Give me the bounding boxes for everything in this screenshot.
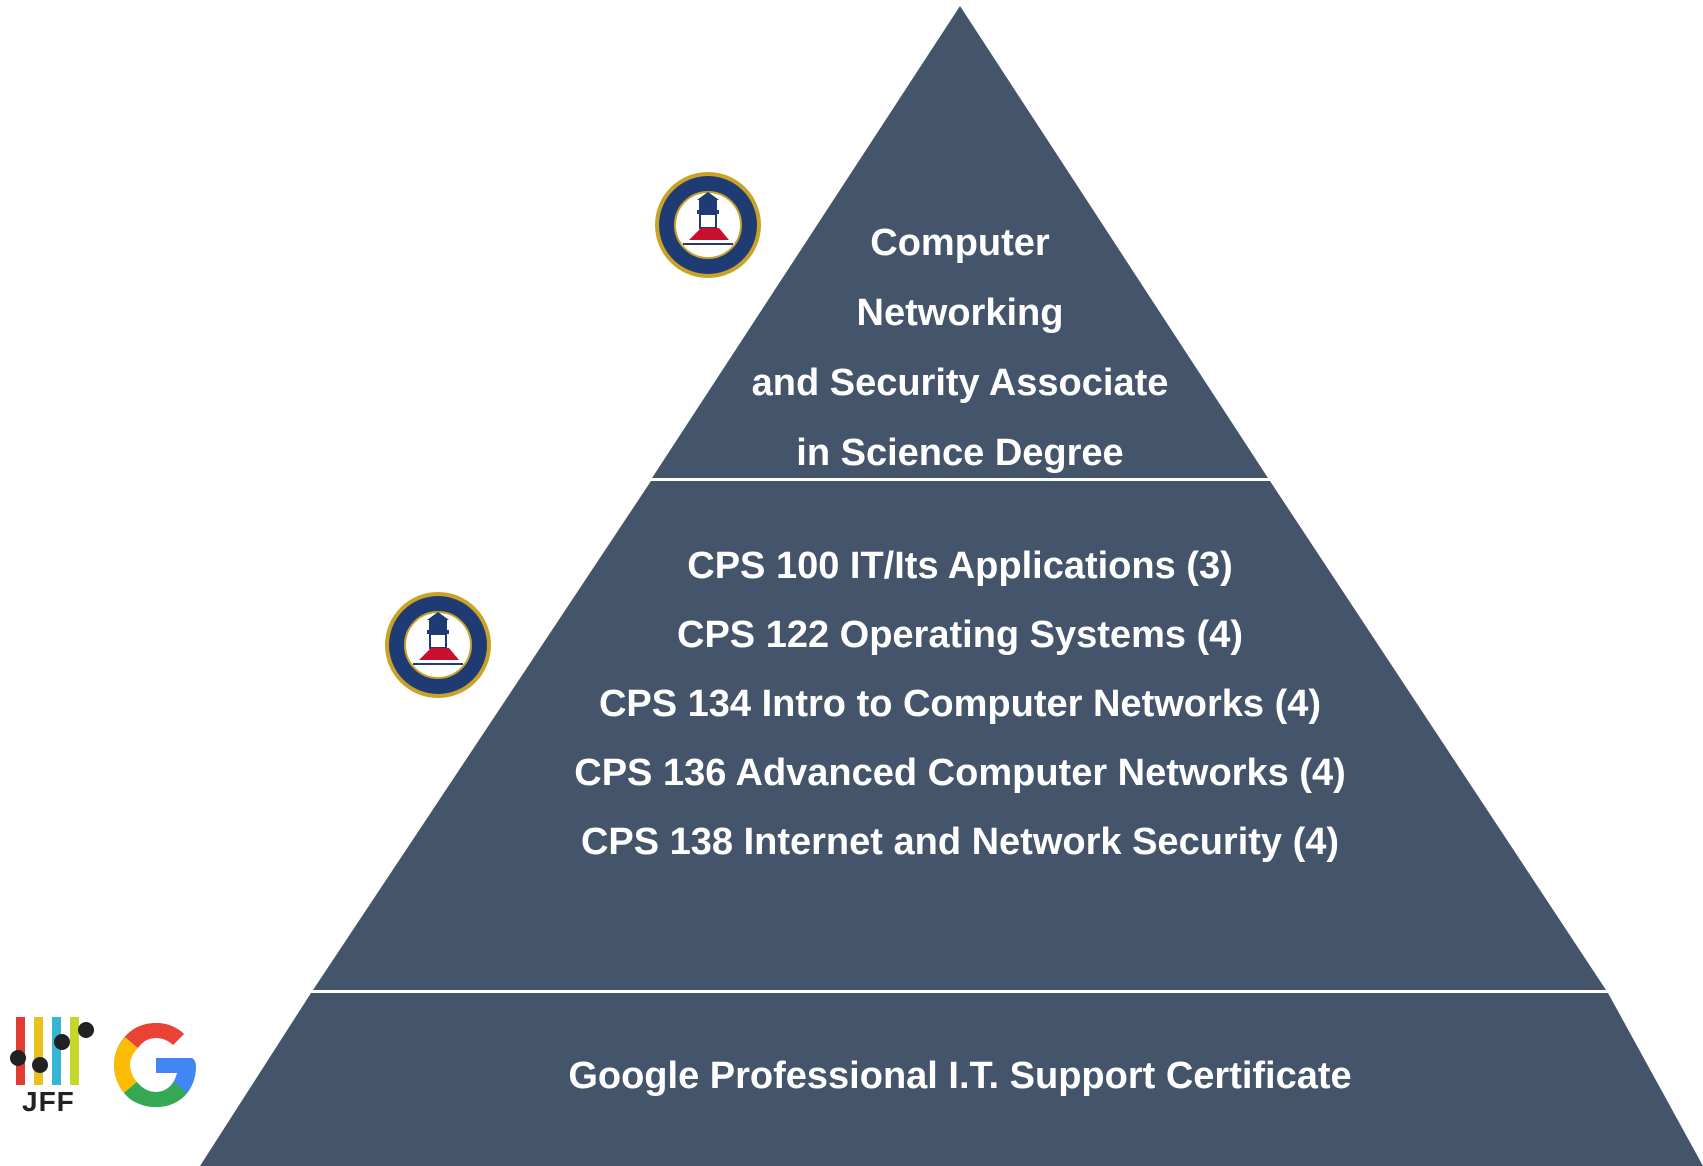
google-logo-icon [114, 1023, 196, 1107]
course-item-cps100: CPS 100 IT/Its Applications (3) [687, 545, 1233, 587]
course-item-cps138: CPS 138 Internet and Network Security (4… [580, 821, 1340, 863]
certificate-title: Google Professional I.T. Support Certifi… [440, 1051, 1480, 1101]
course-item-cps122: CPS 122 Operating Systems (4) [677, 614, 1243, 656]
degree-title-line-2: Networking [856, 292, 1064, 334]
course-list: CPS 100 IT/Its Applications (3) CPS 122 … [440, 532, 1480, 877]
certificate-title-line: Google Professional I.T. Support Certifi… [568, 1055, 1352, 1097]
pyramid-middle-tier [313, 481, 1606, 990]
course-item-cps134: CPS 134 Intro to Computer Networks (4) [598, 683, 1322, 725]
course-item-cps136: CPS 136 Advanced Computer Networks (4) [574, 752, 1346, 794]
pyramid-top-tier [652, 6, 1268, 478]
degree-title-line-4: in Science Degree [796, 432, 1124, 474]
jff-label: JFF [22, 1086, 75, 1117]
college-seal-icon [385, 592, 491, 698]
pyramid-base-tier [200, 993, 1703, 1166]
degree-title: Computer Networking and Security Associa… [660, 208, 1260, 488]
jff-logo-icon [10, 1017, 94, 1085]
degree-title-line-1: Computer [870, 222, 1050, 264]
degree-title-line-3: and Security Associate [751, 362, 1169, 404]
college-seal-icon [655, 172, 761, 278]
